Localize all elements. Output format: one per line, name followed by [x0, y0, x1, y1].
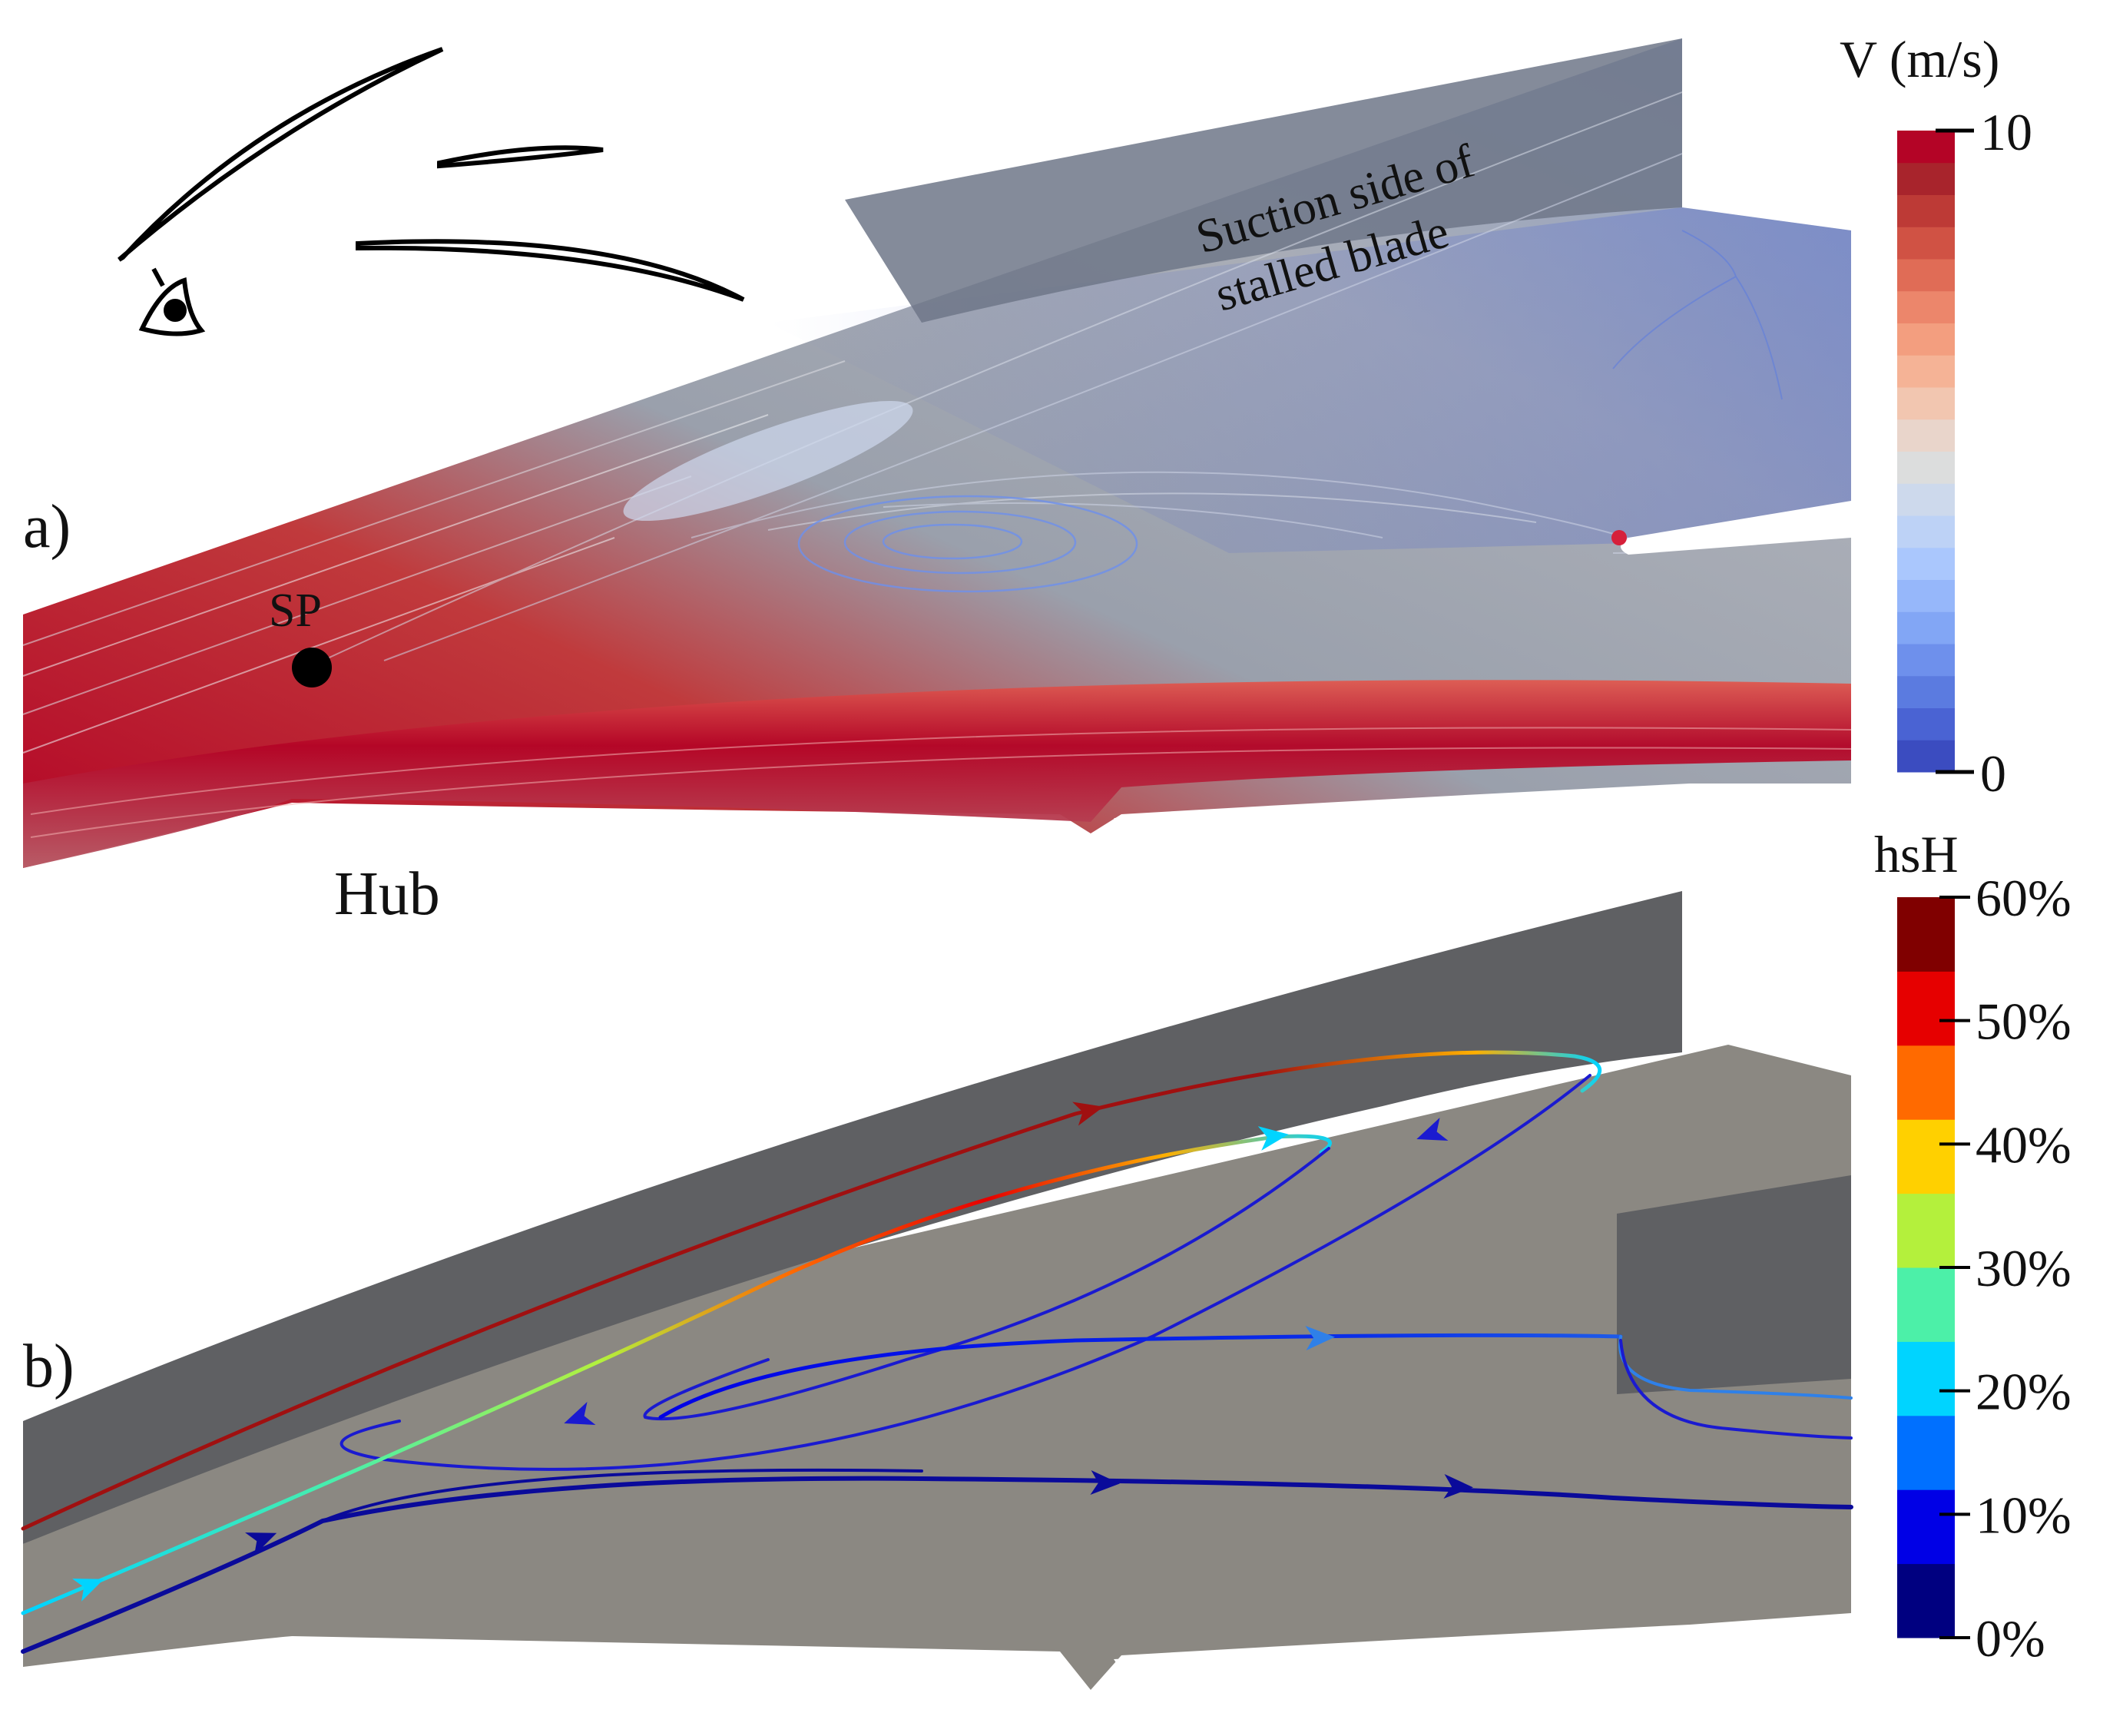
colorbar-velocity-swatch [1897, 675, 1955, 708]
colorbar-hsh-tick-label: 20% [1976, 1363, 2072, 1421]
panel-b-next-blade [1617, 1175, 1851, 1394]
panel-a-flow-visualization: SP Suction side of stalled blade a) Hub [22, 38, 1852, 928]
colorbar-hsh: hsH 60% 50% 40% 30% 20% 10% 0% [1874, 825, 2072, 1668]
colorbar-velocity-swatches [1897, 131, 1955, 773]
colorbar-velocity-swatch [1897, 227, 1955, 260]
colorbar-velocity-max-label: 10 [1980, 103, 2032, 161]
colorbar-hsh-ticks: 60% 50% 40% 30% 20% 10% 0% [1939, 869, 2072, 1668]
colorbar-hsh-tick-label: 60% [1976, 869, 2072, 927]
arrow-icon [1305, 1326, 1335, 1350]
arrow-icon [1443, 1474, 1473, 1499]
colorbar-velocity-swatch [1897, 707, 1955, 740]
panel-b-bottom-gap [1114, 1625, 1851, 1671]
colorbar-velocity-swatch [1897, 611, 1955, 644]
colorbar-velocity-swatch [1897, 644, 1955, 677]
colorbar-hsh-tick-label: 10% [1976, 1486, 2072, 1544]
panel-a-streamlines [22, 91, 1852, 838]
colorbar-velocity-swatch [1897, 162, 1955, 195]
separation-bubble [623, 400, 913, 522]
colorbar-velocity-swatch [1897, 259, 1955, 292]
cascade-sketch [118, 47, 745, 336]
colorbar-hsh-swatch [1897, 971, 1955, 1046]
panel-b-limiting-streamlines: b) [21, 891, 1853, 1690]
streamline-loop [658, 1333, 1623, 1420]
colorbar-hsh-tick-label: 40% [1976, 1115, 2072, 1174]
arrow-icon [564, 1401, 596, 1426]
vortex-spiral [797, 495, 1138, 593]
eye-icon [138, 267, 206, 336]
streamline-top [21, 1050, 1601, 1531]
colorbar-hsh-title: hsH [1874, 825, 1959, 883]
colorbar-hsh-swatch [1897, 1193, 1955, 1268]
sketch-blade-2 [437, 145, 604, 169]
colorbar-hsh-swatch [1897, 1415, 1955, 1490]
colorbar-velocity-swatch [1897, 740, 1955, 773]
panel-a-bottom-gap [1114, 787, 1851, 826]
colorbar-velocity-swatch [1897, 483, 1955, 516]
colorbar-velocity-swatch [1897, 515, 1955, 548]
colorbar-velocity-swatch [1897, 387, 1955, 420]
colorbar-velocity-title: V (m/s) [1840, 30, 1999, 88]
panel-a-next-blade-gap [1621, 501, 1851, 555]
colorbar-hsh-swatch [1897, 897, 1955, 972]
sp-label: SP [269, 585, 322, 637]
streamline-to-next-blade-2 [1619, 1339, 1853, 1439]
arrow-icon [245, 1532, 277, 1555]
colorbar-hsh-tick-label: 50% [1976, 992, 2072, 1051]
panel-b-arrows [72, 1102, 1473, 1602]
arrow-icon [1090, 1470, 1120, 1495]
colorbar-velocity-swatch [1897, 451, 1955, 484]
colorbar-velocity-swatch [1897, 194, 1955, 227]
colorbar-hsh-swatch [1897, 1341, 1955, 1416]
sp-marker [292, 648, 332, 687]
colorbar-velocity: V (m/s) 10 0 [1840, 30, 2032, 803]
panel-b-label: b) [23, 1333, 75, 1400]
colorbar-velocity-swatch [1897, 579, 1955, 612]
panel-a-leading-edge-point [1611, 530, 1627, 545]
panel-a-hub-band [23, 680, 1851, 868]
stalled-blade-surface [845, 38, 1682, 323]
streamline-lower [21, 1476, 1853, 1654]
arrow-icon [1257, 1126, 1289, 1151]
colorbar-velocity-swatch [1897, 547, 1955, 580]
colorbar-hsh-swatch [1897, 1267, 1955, 1342]
panel-a-label: a) [23, 493, 71, 561]
colorbar-hsh-swatch [1897, 1119, 1955, 1194]
colorbar-velocity-swatch [1897, 419, 1955, 452]
colorbar-hsh-tick-label: 0% [1976, 1609, 2045, 1668]
colorbar-hsh-swatch [1897, 1045, 1955, 1120]
streamline-lower-branch [321, 1468, 923, 1522]
colorbar-velocity-swatch [1897, 323, 1955, 356]
colorbar-hsh-swatch [1897, 1489, 1955, 1565]
colorbar-velocity-swatch [1897, 355, 1955, 388]
arrow-icon [72, 1579, 104, 1602]
arrow-icon [1072, 1102, 1104, 1126]
colorbar-velocity-swatch [1897, 290, 1955, 323]
sketch-blade-1 [118, 47, 444, 262]
colorbar-velocity-min-label: 0 [1980, 744, 2006, 803]
streamline-main-return [643, 1147, 1330, 1421]
panel-b-blade-wall [23, 891, 1682, 1544]
hub-label: Hub [334, 860, 440, 928]
arrow-icon [1416, 1117, 1449, 1141]
sketch-blade-3 [356, 239, 745, 302]
colorbar-hsh-swatch [1897, 1563, 1955, 1638]
colorbar-hsh-swatches [1897, 897, 1955, 1638]
colorbar-hsh-tick-label: 30% [1976, 1239, 2072, 1297]
streamline-top-return [339, 1074, 1591, 1471]
colorbar-velocity-swatch [1897, 131, 1955, 164]
